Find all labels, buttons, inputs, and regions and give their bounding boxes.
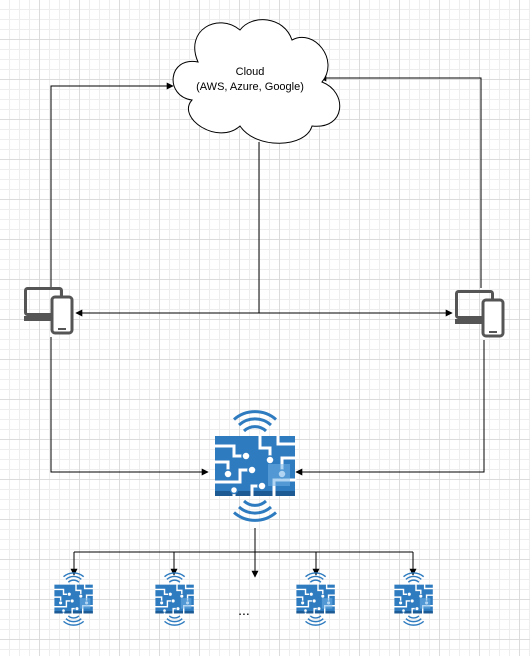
- devices-icon-right[interactable]: [453, 290, 505, 338]
- iot-device-4-icon[interactable]: [393, 572, 434, 626]
- edge-right-device-to-gateway: [295, 340, 485, 476]
- iot-device-2-icon[interactable]: [154, 572, 195, 626]
- cloud-shape: [172, 19, 341, 144]
- cloud-node[interactable]: Cloud (AWS, Azure, Google): [172, 19, 341, 144]
- connectors: [50, 74, 485, 578]
- edge-right-device-to-cloud: [319, 74, 482, 288]
- gateway-iot-icon[interactable]: [213, 410, 297, 522]
- cloud-subtitle: (AWS, Azure, Google): [196, 81, 304, 93]
- iot-device-1-icon[interactable]: [53, 572, 94, 626]
- iot-ellipsis: ...: [238, 602, 250, 618]
- devices-icon-left[interactable]: [22, 287, 74, 335]
- edge-left-device-to-gateway: [50, 337, 209, 476]
- iot-device-3-icon[interactable]: [295, 572, 336, 626]
- edge-left-device-to-cloud: [50, 82, 174, 288]
- cloud-title: Cloud: [236, 66, 265, 78]
